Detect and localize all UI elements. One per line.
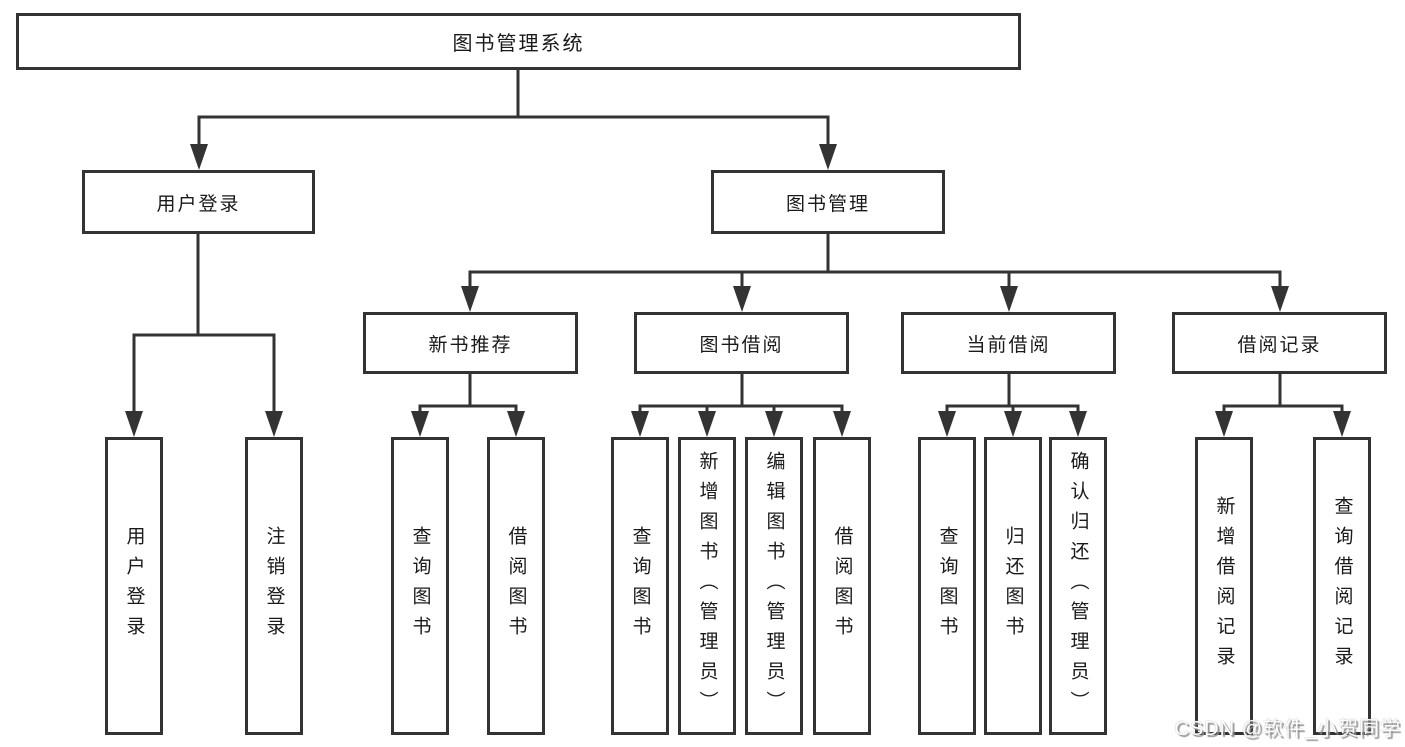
leaf-borrow-query-book-label: 查询图书 [629, 526, 651, 646]
arrow-down-icon [1004, 411, 1022, 437]
node-book-borrow-label: 图书借阅 [699, 334, 784, 356]
leaf-borrow-book: 借阅图书 [813, 437, 871, 735]
node-new-book-recommend-label: 新书推荐 [428, 334, 513, 356]
leaf-query-borrow-record-label: 查询借阅记录 [1331, 496, 1353, 676]
arrow-down-icon [631, 411, 649, 437]
leaf-current-query-book-label: 查询图书 [936, 526, 958, 646]
leaf-add-borrow-record: 新增借阅记录 [1195, 437, 1253, 735]
arrow-down-icon [1333, 411, 1351, 437]
arrow-down-icon [1215, 411, 1233, 437]
edge-new-book-children [418, 372, 518, 419]
arrow-down-icon [190, 144, 208, 170]
arrow-down-icon [265, 411, 283, 437]
edge-current-borrow-children [945, 372, 1080, 419]
node-current-borrow-label: 当前借阅 [966, 334, 1051, 356]
edge-book-management-children [468, 232, 1282, 294]
leaf-recommend-query-book-label: 查询图书 [409, 526, 431, 646]
leaf-confirm-return-admin-label: 确认归还（管理员） [1067, 451, 1089, 721]
node-book-borrow: 图书借阅 [634, 312, 849, 374]
leaf-query-borrow-record: 查询借阅记录 [1313, 437, 1371, 735]
leaf-add-book-admin-label: 新增图书（管理员） [696, 451, 718, 721]
leaf-edit-book-admin: 编辑图书（管理员） [745, 437, 803, 735]
leaf-logout-label: 注销登录 [263, 526, 285, 646]
node-book-management-label: 图书管理 [785, 193, 870, 215]
arrow-down-icon [507, 411, 525, 437]
edge-root-to-level2 [197, 68, 830, 152]
node-root: 图书管理系统 [16, 13, 1021, 70]
leaf-logout: 注销登录 [245, 437, 303, 735]
node-user-login-label: 用户登录 [156, 193, 241, 215]
node-borrow-records-label: 借阅记录 [1237, 334, 1322, 356]
leaf-add-book-admin: 新增图书（管理员） [678, 437, 736, 735]
leaf-confirm-return-admin: 确认归还（管理员） [1049, 437, 1107, 735]
leaf-current-query-book: 查询图书 [918, 437, 976, 735]
edge-borrow-records-children [1222, 372, 1344, 419]
arrow-down-icon [1069, 411, 1087, 437]
node-current-borrow: 当前借阅 [901, 312, 1116, 374]
leaf-user-login-label: 用户登录 [123, 526, 145, 646]
leaf-recommend-borrow-book-label: 借阅图书 [505, 526, 527, 646]
arrow-down-icon [411, 411, 429, 437]
leaf-recommend-query-book: 查询图书 [391, 437, 449, 735]
arrow-down-icon [765, 411, 783, 437]
node-book-management: 图书管理 [711, 170, 945, 234]
leaf-return-book: 归还图书 [984, 437, 1042, 735]
arrowhead-icons [125, 144, 1351, 437]
arrow-down-icon [1271, 286, 1289, 312]
leaf-user-login: 用户登录 [105, 437, 163, 735]
leaf-return-book-label: 归还图书 [1002, 526, 1024, 646]
leaf-borrow-book-label: 借阅图书 [831, 526, 853, 646]
edge-book-borrow-children [638, 372, 844, 419]
arrow-down-icon [833, 411, 851, 437]
leaf-recommend-borrow-book: 借阅图书 [487, 437, 545, 735]
leaf-borrow-query-book: 查询图书 [611, 437, 669, 735]
arrow-down-icon [819, 144, 837, 170]
leaf-edit-book-admin-label: 编辑图书（管理员） [763, 451, 785, 721]
node-new-book-recommend: 新书推荐 [363, 312, 578, 374]
node-root-label: 图书管理系统 [452, 33, 585, 55]
arrow-down-icon [125, 411, 143, 437]
arrow-down-icon [1000, 286, 1018, 312]
edge-user-login-children [132, 232, 276, 419]
node-borrow-records: 借阅记录 [1172, 312, 1387, 374]
node-user-login: 用户登录 [82, 170, 315, 234]
arrow-down-icon [461, 286, 479, 312]
arrow-down-icon [733, 286, 751, 312]
leaf-add-borrow-record-label: 新增借阅记录 [1213, 496, 1235, 676]
arrow-down-icon [698, 411, 716, 437]
arrow-down-icon [938, 411, 956, 437]
